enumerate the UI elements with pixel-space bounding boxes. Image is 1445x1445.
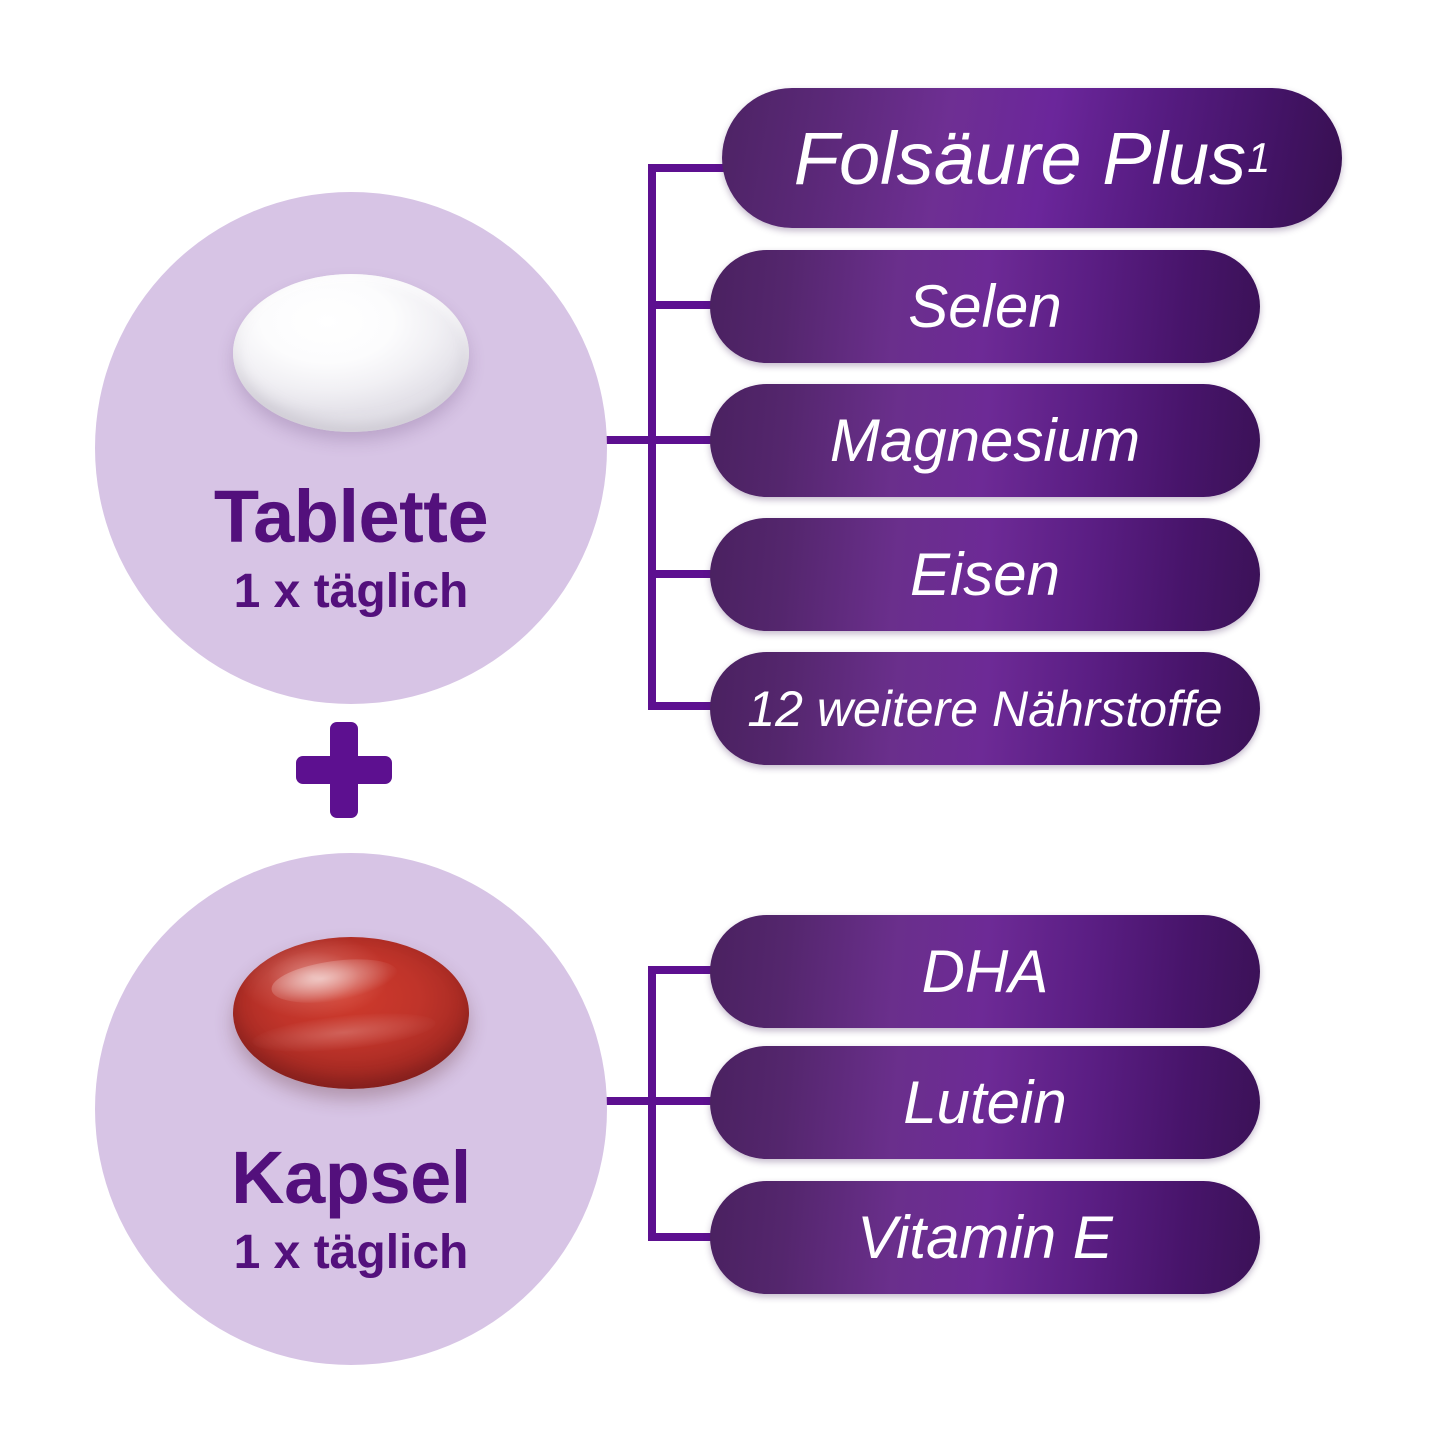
connector-branch-folsaeure bbox=[648, 164, 730, 172]
nutrient-pill-vitamin-e[interactable]: Vitamin E bbox=[710, 1181, 1260, 1294]
connector-branch-selen bbox=[648, 301, 730, 309]
nutrient-pill-selen[interactable]: Selen bbox=[710, 250, 1260, 363]
connector-branch-dha bbox=[648, 966, 730, 974]
plus-icon bbox=[296, 722, 392, 818]
nutrient-label: Folsäure Plus bbox=[793, 116, 1247, 200]
nutrient-label: Selen bbox=[908, 273, 1062, 340]
nutrient-label: Eisen bbox=[909, 541, 1061, 608]
connector-branch-vitamin-e bbox=[648, 1233, 730, 1241]
nutrient-label: DHA bbox=[921, 938, 1049, 1005]
dosage-form-label-tablette: Tablette bbox=[213, 475, 489, 558]
dosage-frequency-label-kapsel: 1 x täglich bbox=[233, 1226, 469, 1279]
nutrient-pill-lutein[interactable]: Lutein bbox=[710, 1046, 1260, 1159]
connector-branch-lutein bbox=[648, 1097, 730, 1105]
connector-stem-tablette bbox=[600, 436, 656, 444]
dosage-circle-kapsel: Kapsel 1 x täglich bbox=[95, 853, 607, 1365]
connector-stem-kapsel bbox=[600, 1097, 656, 1105]
dosage-circle-tablette: Tablette 1 x täglich bbox=[95, 192, 607, 704]
connector-branch-weitere bbox=[648, 702, 730, 710]
nutrient-label: Lutein bbox=[903, 1069, 1067, 1136]
red-softgel-capsule-icon bbox=[233, 937, 469, 1089]
nutrient-pill-dha[interactable]: DHA bbox=[710, 915, 1260, 1028]
nutrient-label: Vitamin E bbox=[857, 1204, 1113, 1271]
dosage-form-label-kapsel: Kapsel bbox=[231, 1136, 471, 1219]
connector-branch-eisen bbox=[648, 570, 730, 578]
nutrient-label: 12 weitere Nährstoffe bbox=[747, 680, 1223, 737]
nutrient-pill-eisen[interactable]: Eisen bbox=[710, 518, 1260, 631]
dosage-frequency-label-tablette: 1 x täglich bbox=[233, 565, 469, 618]
nutrient-pill-magnesium[interactable]: Magnesium bbox=[710, 384, 1260, 497]
white-tablet-icon bbox=[233, 274, 469, 432]
nutrient-label: Magnesium bbox=[829, 407, 1141, 474]
nutrient-pill-12-weitere-naehrstoffe[interactable]: 12 weitere Nährstoffe bbox=[710, 652, 1260, 765]
connector-branch-magnesium bbox=[648, 436, 730, 444]
